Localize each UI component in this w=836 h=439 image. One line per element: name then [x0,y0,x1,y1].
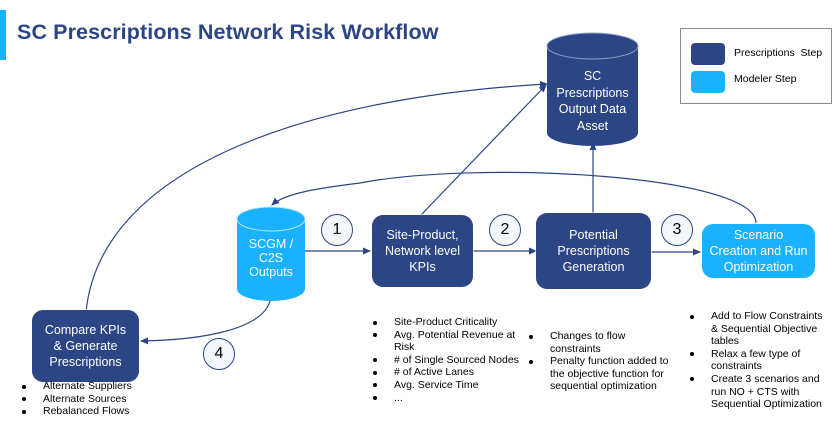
cylinder-shape [236,206,306,301]
connector-compare-to-output-asset [85,80,548,313]
legend-label-modeler: Modeler Step [734,73,797,85]
note-item: Add to Flow Constraints & Sequential Obj… [686,310,831,348]
node-kpis-line: KPIs [409,260,436,274]
legend-label-prescriptions: Prescriptions Step [734,47,823,59]
step-badge-3: 3 [661,214,693,246]
note-item: Site-Product Criticality [369,316,519,329]
notes-scenario: Add to Flow Constraints & Sequential Obj… [686,310,831,411]
note-item: Create 3 scenarios and run NO + CTS with… [686,373,831,411]
node-scgm-line: Outputs [249,265,293,279]
node-compare-line: Compare KPIs [44,323,127,337]
node-scenario-line: Creation and Run [709,244,808,258]
note-item: # of Single Sourced Nodes [369,354,519,367]
node-compare-line: Prescriptions [49,355,122,369]
note-item: Alternate Suppliers [18,380,198,393]
note-item: Relax a few type of constraints [686,348,831,373]
legend: Prescriptions Step Modeler Step [680,28,832,104]
node-output-asset[interactable]: SC Prescriptions Output Data Asset [546,32,639,147]
node-scgm-line: SCGM / [248,237,294,251]
page-title: SC Prescriptions Network Risk Workflow [17,20,439,44]
notes-compare: Alternate Suppliers Alternate Sources Re… [18,380,198,418]
note-item: Avg. Potential Revenue at Risk [369,329,519,354]
legend-swatch-modeler [691,71,725,93]
note-item: Alternate Sources [18,393,198,406]
connector-scenario-to-scgm [271,171,757,224]
connector-scgm-to-compare [140,295,272,345]
notes-potential: Changes to flow constraints Penalty func… [525,330,675,393]
node-site-product-kpis[interactable]: Site-Product, Network level KPIs [372,215,473,287]
node-output-asset-line: SC [583,69,602,83]
title-accent-bar [0,10,6,60]
note-item: Changes to flow constraints [525,330,675,355]
node-potential-line: Generation [562,260,625,274]
node-scenario-line: Optimization [723,260,794,274]
step-badge-2: 2 [489,214,521,246]
step-badge-4: 4 [203,338,235,370]
note-item: Avg. Service Time [369,379,519,392]
node-output-asset-line: Prescriptions [556,85,629,100]
notes-kpis: Site-Product Criticality Avg. Potential … [369,316,519,404]
node-potential-line: Prescriptions [557,244,630,258]
node-output-asset-line: Output Data [558,102,627,116]
note-item: # of Active Lanes [369,366,519,379]
node-scenario-line: Scenario [733,228,784,242]
note-item: ... [369,392,519,405]
note-item: Penalty function added to the objective … [525,355,675,393]
node-scenario-creation[interactable]: Scenario Creation and Run Optimization [702,224,815,278]
node-potential-prescriptions[interactable]: Potential Prescriptions Generation [536,213,651,289]
cylinder-shape [546,32,639,146]
connector-kpis-to-output-asset [420,84,547,216]
note-item: Rebalanced Flows [18,405,198,418]
step-badge-1: 1 [321,214,353,246]
node-compare-kpis[interactable]: Compare KPIs & Generate Prescriptions [32,310,139,382]
node-scgm-line: C2S [258,251,284,265]
legend-swatch-prescriptions [691,43,725,65]
node-scgm-c2s-outputs[interactable]: SCGM / C2S Outputs [236,206,306,302]
node-kpis-line: Site-Product, [386,228,459,242]
node-compare-line: & Generate [53,339,118,353]
node-potential-line: Potential [569,228,618,242]
node-output-asset-line: Asset [576,118,609,133]
node-kpis-line: Network level [384,244,461,258]
